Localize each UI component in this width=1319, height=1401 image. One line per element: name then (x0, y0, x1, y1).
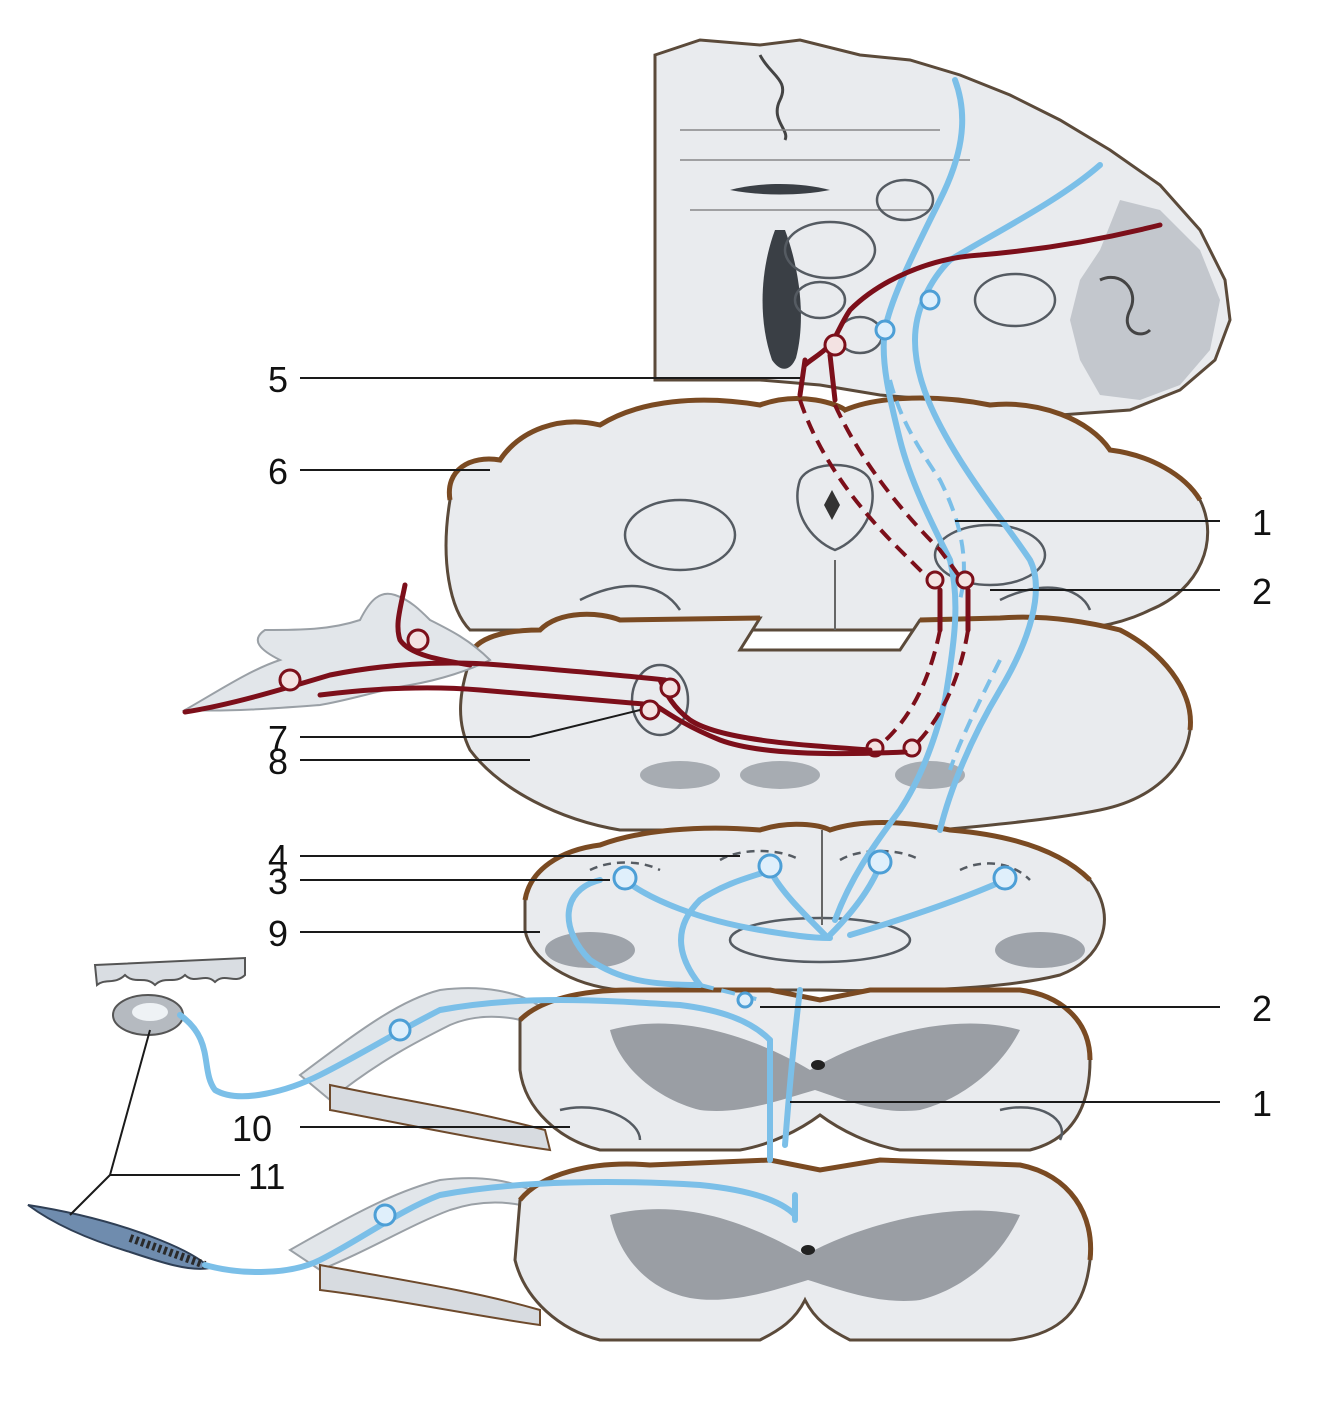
label-2-top: 2 (1252, 571, 1272, 612)
pons-section (461, 614, 1191, 830)
label-1-top: 1 (1252, 502, 1272, 543)
label-6: 6 (268, 451, 288, 492)
midbrain-section (446, 398, 1208, 630)
label-9: 9 (268, 913, 288, 954)
skin-receptor (95, 958, 245, 1035)
spinal-cord-section-upper (300, 988, 1090, 1150)
muscle-spindle-receptor (28, 1205, 210, 1269)
label-1-bottom: 1 (1252, 1083, 1272, 1124)
label-5: 5 (268, 359, 288, 400)
medulla-section (525, 823, 1104, 991)
label-8: 8 (268, 741, 288, 782)
label-11: 11 (248, 1156, 285, 1197)
label-3: 3 (268, 861, 288, 902)
label-2-bottom: 2 (1252, 988, 1272, 1029)
label-10: 10 (232, 1108, 272, 1149)
